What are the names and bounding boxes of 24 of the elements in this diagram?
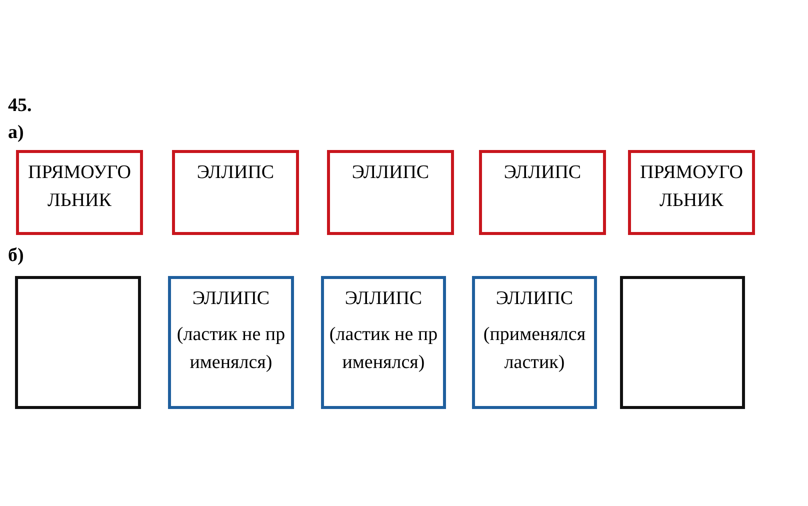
shape-box bbox=[168, 276, 294, 409]
note-text: (ластик не применялся) bbox=[328, 323, 439, 375]
shape-box bbox=[327, 150, 454, 235]
shape-name: ЭЛЛИПС bbox=[352, 161, 430, 185]
shape-box bbox=[321, 276, 446, 409]
note-text: (применялся ластик) bbox=[482, 323, 587, 375]
shape-name: ЭЛЛИПС bbox=[504, 161, 582, 185]
row-label: а) bbox=[8, 122, 24, 144]
shape-name: ПРЯМОУГОЛЬНИК bbox=[639, 161, 744, 213]
shape-box bbox=[172, 150, 299, 235]
row-label: б) bbox=[8, 245, 24, 267]
shape-name: ЭЛЛИПС bbox=[192, 287, 270, 311]
shape-name: ЭЛЛИПС bbox=[496, 287, 574, 311]
shape-name: ПРЯМОУГОЛЬНИК bbox=[27, 161, 132, 213]
empty-box bbox=[620, 276, 745, 409]
note-text: (ластик не применялся) bbox=[176, 323, 286, 375]
shape-box bbox=[628, 150, 755, 235]
empty-box bbox=[15, 276, 141, 409]
exercise-number: 45. bbox=[8, 95, 32, 117]
shape-name: ЭЛЛИПС bbox=[344, 287, 422, 311]
shape-box bbox=[479, 150, 606, 235]
shape-box bbox=[16, 150, 143, 235]
shape-box bbox=[472, 276, 597, 409]
shape-name: ЭЛЛИПС bbox=[196, 161, 274, 185]
